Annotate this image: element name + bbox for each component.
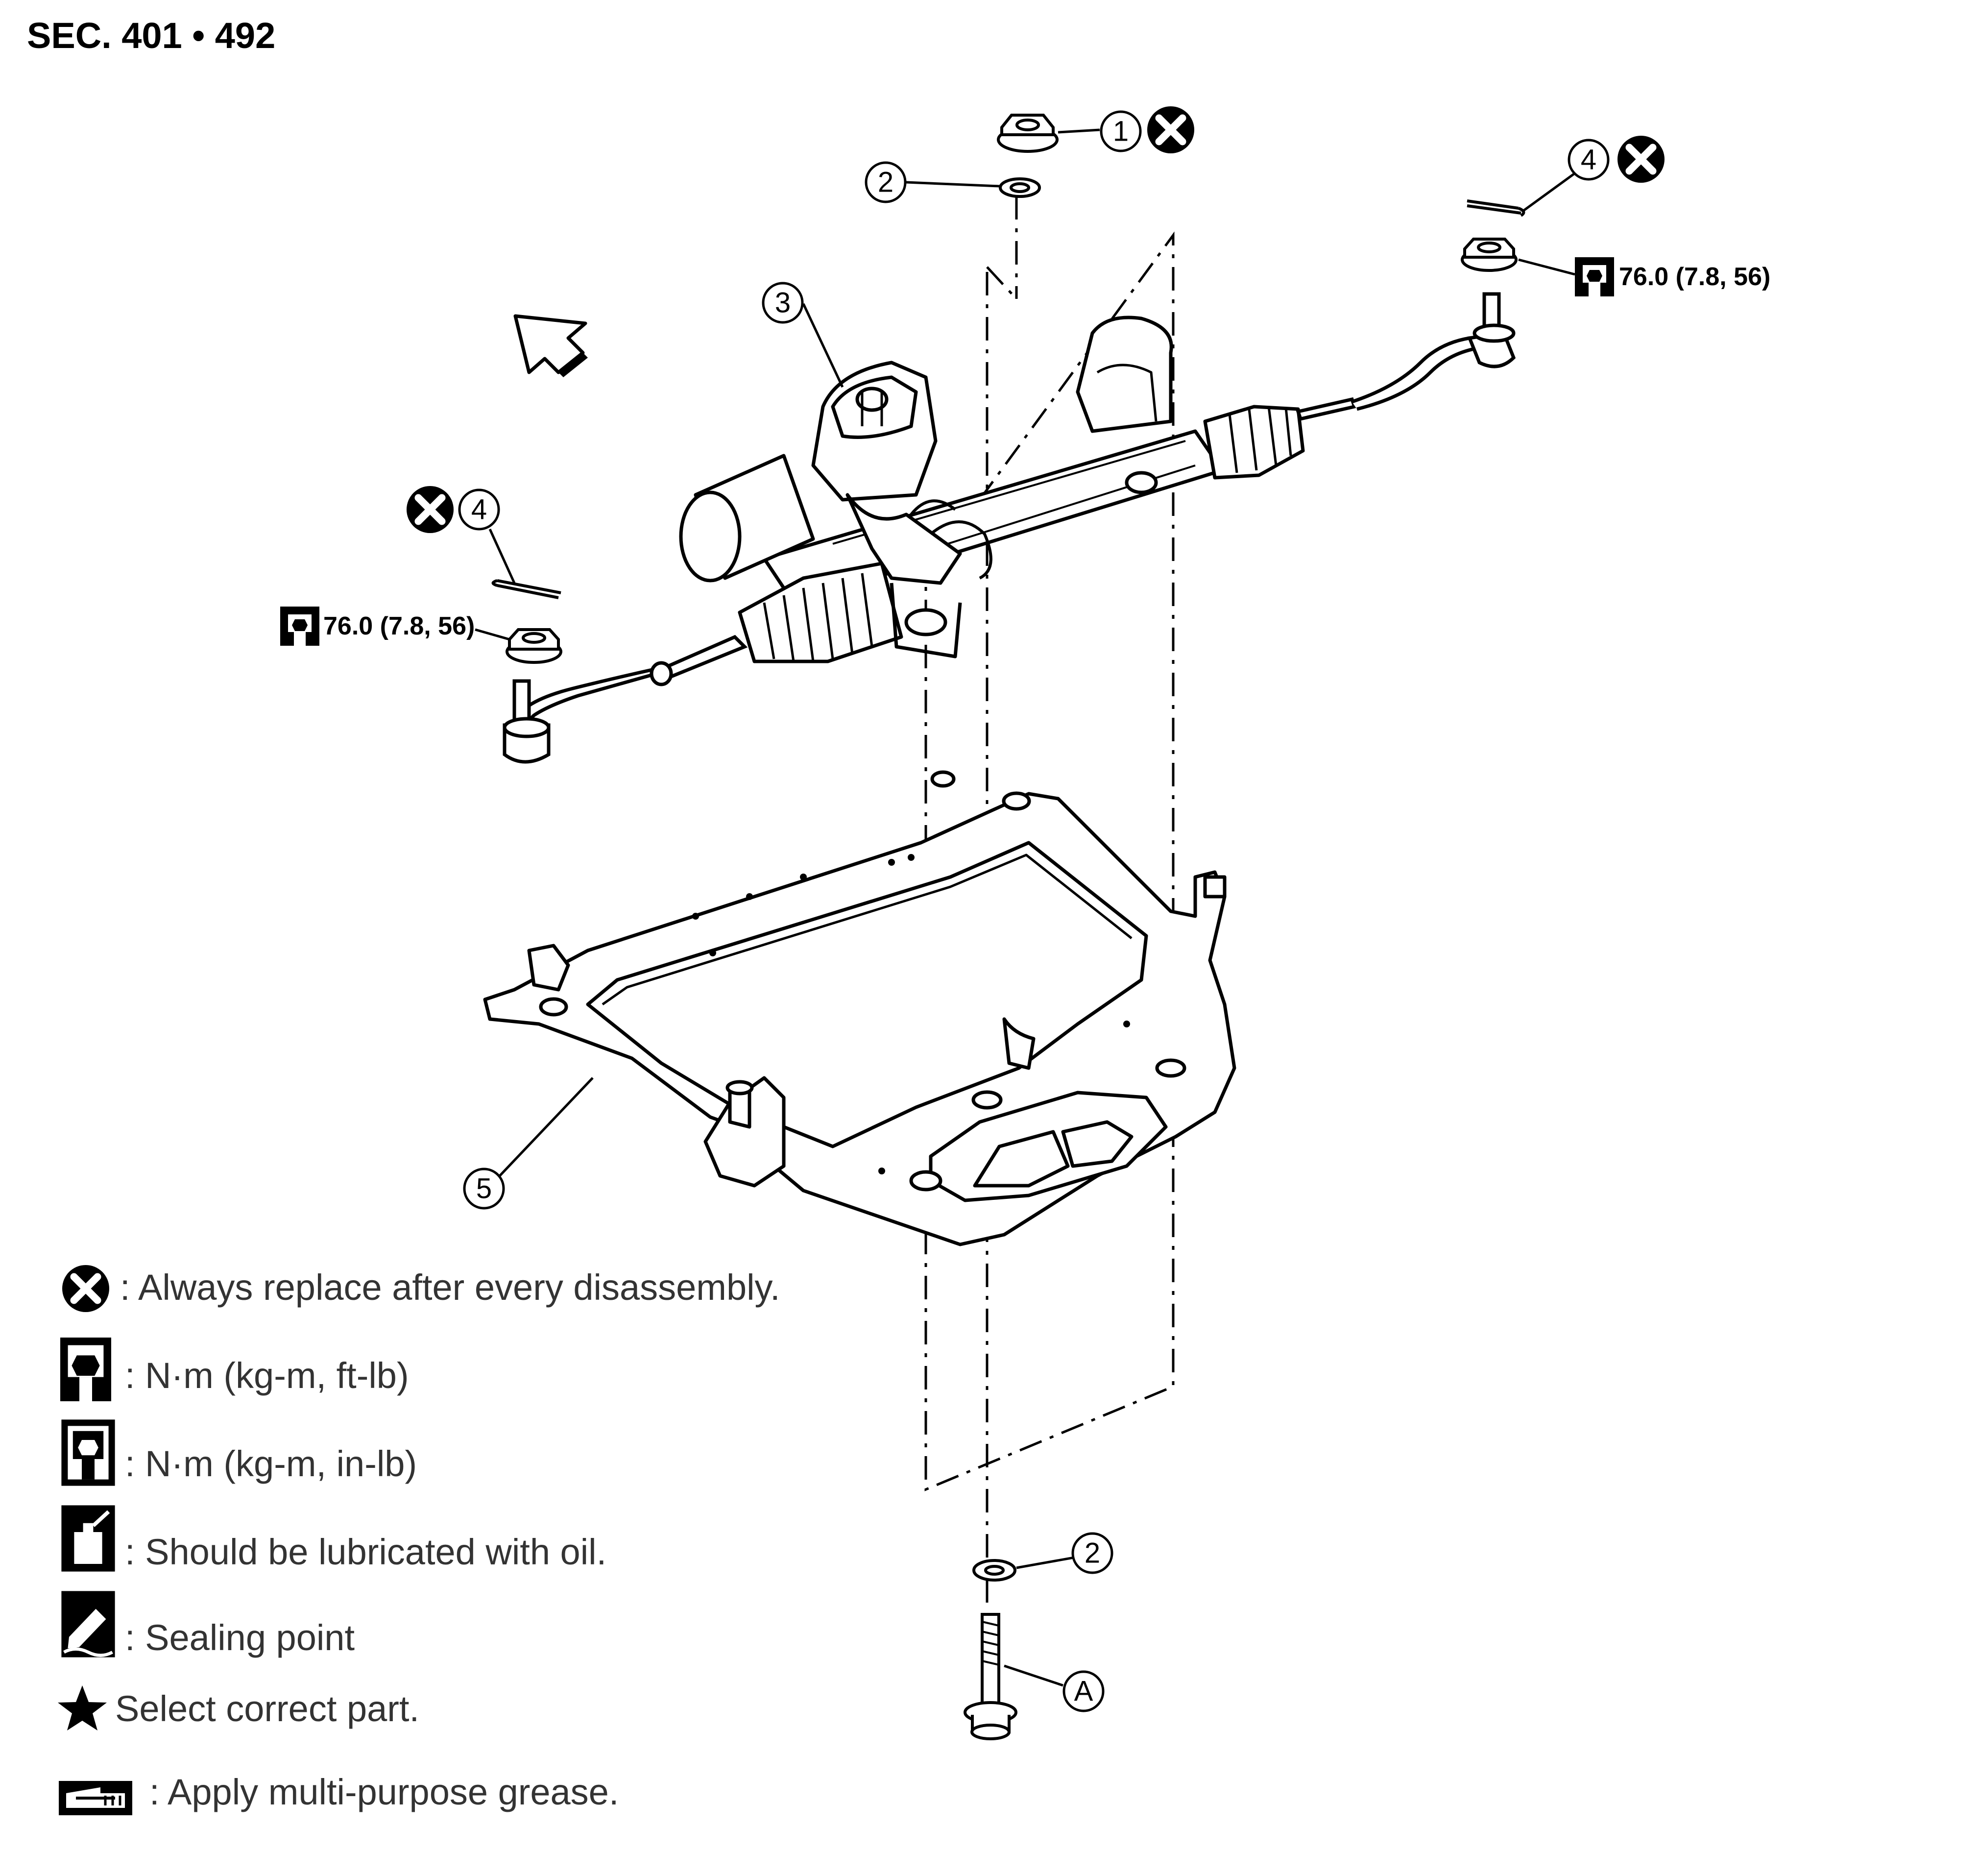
section-title: SEC. 401 • 492 [27, 15, 276, 56]
cotter-pin-right [1467, 199, 1525, 217]
tie-rod-left [503, 634, 748, 764]
steering-gear-assembly [679, 316, 1305, 663]
callout-4-left-label: 4 [471, 494, 487, 526]
legend-torque-inlb: : N·m (kg-m, in-lb) [125, 1443, 417, 1484]
lock-nut-top [997, 114, 1059, 153]
front-direction-arrow-icon [513, 314, 588, 377]
legend-sealing: : Sealing point [125, 1617, 355, 1658]
callout-A-label: A [1074, 1676, 1093, 1707]
callout-A-circle [1062, 1670, 1105, 1712]
torque-wrench-icon [1575, 257, 1614, 296]
cotter-pin-left [491, 579, 561, 599]
callout-4-right-circle [1568, 139, 1610, 181]
callout-1-circle [1100, 110, 1142, 152]
legend-grease: : Apply multi-purpose grease. [149, 1772, 619, 1812]
torque-wrench-icon [280, 607, 319, 646]
legend-torque-ftlb: : N·m (kg-m, ft-lb) [125, 1355, 409, 1396]
replace-x-icon [1147, 106, 1194, 153]
callout-4-right-label: 4 [1581, 144, 1596, 176]
torque-wrench-icon [60, 1338, 111, 1401]
sealing-point-icon [61, 1591, 115, 1657]
replace-x-icon [62, 1265, 109, 1312]
star-icon [58, 1685, 107, 1730]
callout-3-circle [762, 282, 804, 324]
callout-5-label: 5 [476, 1173, 492, 1205]
replace-x-icon [1617, 136, 1665, 183]
oil-can-icon [61, 1505, 115, 1572]
tie-rod-nut-left [506, 628, 562, 664]
washer-bottom [972, 1559, 1016, 1582]
callout-2-top-label: 2 [878, 167, 893, 198]
legend-select: Select correct part. [115, 1688, 420, 1729]
tie-rod-nut-right [1461, 238, 1518, 272]
torque-value-right: 76.0 (7.8, 56) [1619, 263, 1770, 291]
grease-icon [59, 1781, 132, 1815]
legend-replace: : Always replace after every disassembly… [120, 1267, 780, 1308]
tie-rod-right [1296, 292, 1516, 421]
callout-4-left-circle [458, 488, 500, 531]
torque-value-left: 76.0 (7.8, 56) [323, 612, 475, 640]
callout-5-circle [463, 1168, 505, 1210]
callout-circles [458, 110, 1610, 1712]
callout-3-label: 3 [775, 287, 791, 319]
legend-oil: : Should be lubricated with oil. [125, 1532, 607, 1572]
mounting-bolt [964, 1613, 1017, 1740]
callout-2-bottom-circle [1071, 1532, 1113, 1574]
legend-icons [58, 1265, 132, 1815]
front-suspension-member [483, 770, 1236, 1246]
callout-2-bottom-label: 2 [1085, 1537, 1100, 1569]
washer-top [999, 177, 1041, 198]
callout-1-label: 1 [1113, 116, 1129, 147]
callout-2-top-circle [865, 161, 907, 203]
torque-wrench-inlb-icon [61, 1419, 115, 1486]
replace-x-icon [407, 486, 454, 533]
